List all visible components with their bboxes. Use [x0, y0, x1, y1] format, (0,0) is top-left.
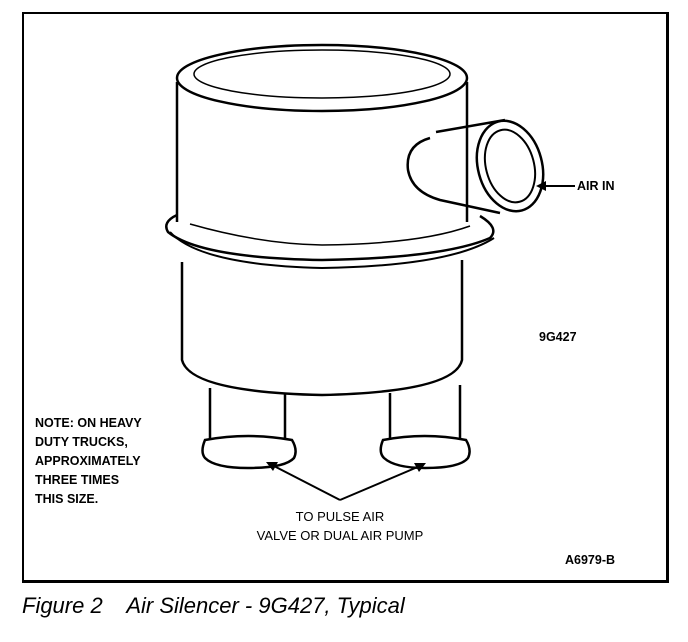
flange: [165, 213, 495, 262]
outlet-label: TO PULSE AIR VALVE OR DUAL AIR PUMP: [200, 507, 480, 545]
air-in-label: AIR IN: [577, 179, 615, 193]
outlet-cuff-right: [379, 434, 471, 470]
outlet-arrows: [266, 462, 426, 501]
note-line: APPROXIMATELY: [35, 454, 141, 468]
outlet-label-line: VALVE OR DUAL AIR PUMP: [256, 528, 424, 543]
inlet-opening: [475, 119, 545, 213]
top-lid: [175, 43, 469, 113]
note-text: NOTE: ON HEAVY DUTY TRUCKS, APPROXIMATEL…: [35, 414, 142, 509]
outlet-cuff-left: [201, 434, 297, 470]
upper-body: [175, 82, 469, 222]
note-line: DUTY TRUCKS,: [35, 435, 128, 449]
outlet-pipe-right: [388, 385, 462, 440]
inlet-pipe: [406, 118, 506, 215]
note-line: THIS SIZE.: [35, 492, 99, 506]
lower-body: [180, 260, 464, 397]
top-lid-inner: [193, 49, 451, 99]
outlet-label-line: TO PULSE AIR: [295, 509, 385, 524]
figure-caption: Figure 2 Air Silencer - 9G427, Typical: [22, 593, 405, 618]
note-line: THREE TIMES: [35, 473, 120, 487]
drawing-id: A6979-B: [565, 553, 616, 567]
air-in-arrow: [536, 181, 575, 191]
outlet-pipe-left: [208, 388, 287, 440]
part-number-label: 9G427: [539, 330, 577, 344]
note-line: NOTE: ON HEAVY: [35, 416, 142, 430]
figure-frame: [22, 12, 669, 583]
